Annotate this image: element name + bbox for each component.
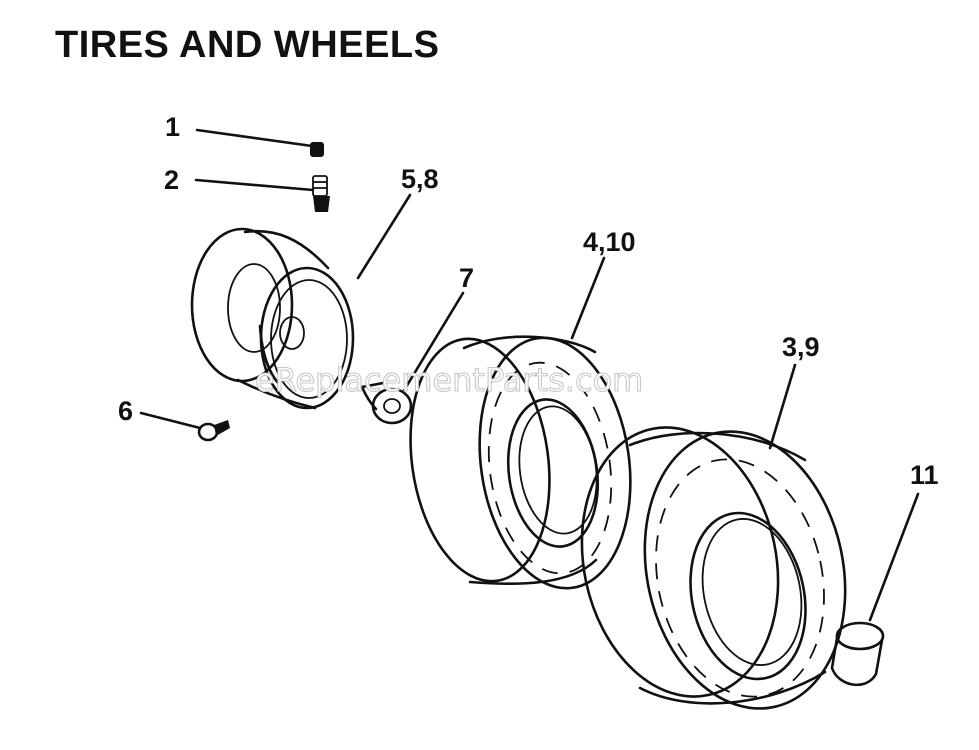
leader-wheel-rim <box>356 193 412 280</box>
callout-labels: 1 2 5,8 7 4,10 3,9 11 6 <box>118 112 939 490</box>
callout-rear-tire: 3,9 <box>782 332 820 362</box>
diagram-title: TIRES AND WHEELS <box>55 24 440 66</box>
rear-tire <box>580 426 847 710</box>
leader-valve-cap <box>195 128 314 148</box>
callout-valve-stem: 2 <box>164 165 179 195</box>
hub-cap <box>830 621 885 687</box>
callout-valve-cap: 1 <box>165 112 180 142</box>
leader-hub-cap <box>868 492 920 622</box>
callout-hub-cap: 11 <box>910 460 939 490</box>
leader-rear-tire <box>768 363 797 450</box>
valve-stem <box>312 175 330 212</box>
screw <box>197 420 230 442</box>
valve-cap <box>310 142 324 157</box>
leader-lines <box>139 128 920 622</box>
callout-wheel-rim: 5,8 <box>401 164 439 194</box>
leader-screw <box>139 411 202 430</box>
bushing <box>360 381 413 425</box>
callout-screw: 6 <box>118 396 133 426</box>
callout-bushing: 7 <box>459 263 474 293</box>
callout-front-tire: 4,10 <box>583 227 636 257</box>
leader-valve-stem <box>194 178 315 192</box>
wheel-rim <box>190 227 355 410</box>
leader-front-tire <box>570 256 606 340</box>
front-tire <box>409 335 632 590</box>
leader-bushing <box>401 291 465 394</box>
watermark-text: eReplacementParts.com <box>255 361 643 399</box>
